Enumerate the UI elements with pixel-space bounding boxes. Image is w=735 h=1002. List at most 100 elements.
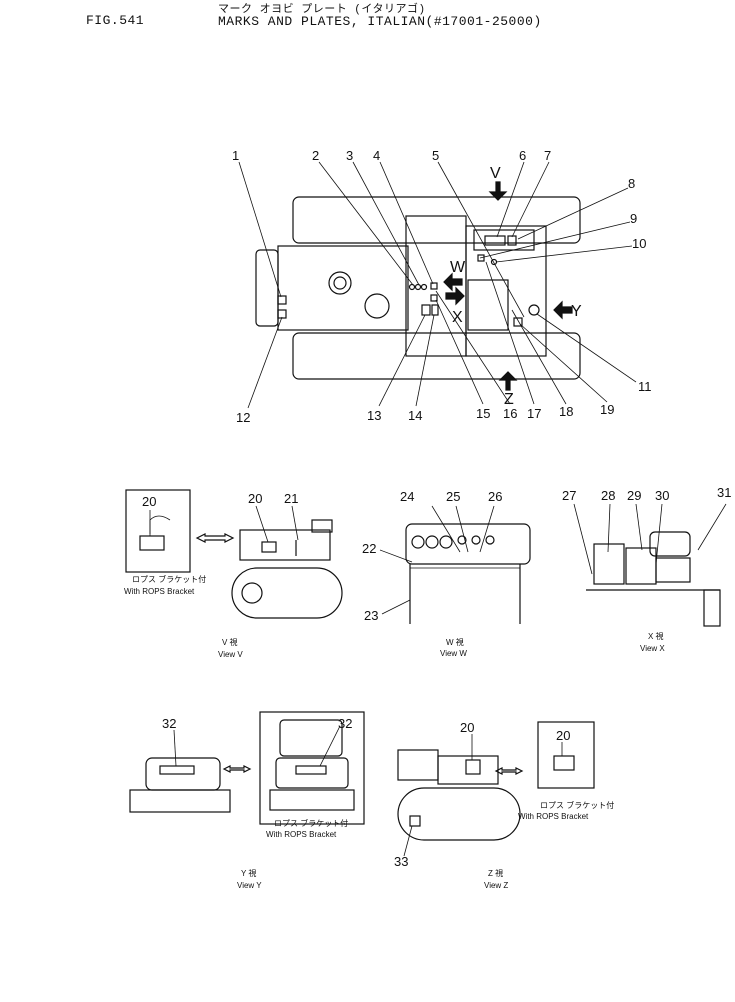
callout-33: 33 — [394, 854, 408, 869]
view-v-double-arrow — [195, 533, 235, 543]
view-letter-x: X — [452, 309, 463, 326]
plate-19 — [513, 317, 523, 327]
plate-11 — [528, 304, 540, 316]
callout-1: 1 — [232, 148, 239, 163]
title-japanese: マーク オヨビ プレート (イタリアゴ) — [218, 4, 426, 16]
callout-14: 14 — [408, 408, 422, 423]
callout-23: 23 — [364, 608, 378, 623]
view-z-bracket-jp: ロプス ブラケット付 — [540, 800, 614, 810]
plate-6 — [484, 235, 506, 246]
callout-16: 16 — [503, 406, 517, 421]
plate-2 — [408, 283, 416, 291]
arrow-v — [488, 181, 508, 201]
view-w-panel — [405, 523, 531, 565]
callout-20-z: 20 — [460, 720, 474, 735]
callout-5: 5 — [432, 148, 439, 163]
callout-6: 6 — [519, 148, 526, 163]
callout-9: 9 — [630, 211, 637, 226]
view-z-double-arrow — [494, 767, 524, 775]
view-y-bracket-en: With ROPS Bracket — [266, 830, 337, 839]
plate-7 — [507, 235, 517, 246]
plate-14 — [431, 304, 439, 316]
view-z-caption-jp: Z 視 — [488, 869, 503, 878]
view-letter-y: Y — [571, 303, 582, 320]
callout-24: 24 — [400, 489, 414, 504]
callout-32-inset: 32 — [338, 716, 352, 731]
view-y-double-arrow — [222, 765, 252, 773]
callout-8: 8 — [628, 176, 635, 191]
callout-13: 13 — [367, 408, 381, 423]
arrow-w — [443, 272, 463, 292]
figure-number: FIG.541 — [86, 13, 145, 28]
callout-7: 7 — [544, 148, 551, 163]
view-v-rops-inset — [125, 489, 191, 573]
view-z-inset-plate — [553, 755, 575, 771]
callout-27: 27 — [562, 488, 576, 503]
callout-30: 30 — [655, 488, 669, 503]
view-v-bracket-jp: ロプス ブラケット付 — [132, 574, 206, 584]
callout-28: 28 — [601, 488, 615, 503]
view-v-body — [239, 529, 331, 561]
view-w-caption-en: View W — [440, 649, 467, 658]
callout-17: 17 — [527, 406, 541, 421]
view-v-rops-bar — [311, 519, 333, 533]
callout-20-z-inset: 20 — [556, 728, 570, 743]
view-x-frame — [703, 589, 721, 627]
callout-29: 29 — [627, 488, 641, 503]
callout-25: 25 — [446, 489, 460, 504]
plate-w — [477, 254, 485, 262]
leader-lines — [238, 161, 637, 409]
seat — [467, 279, 509, 331]
plate-12 — [277, 309, 287, 319]
air-cleaner — [364, 293, 390, 319]
main-top-view: 1 2 3 4 5 6 7 8 9 10 11 12 13 14 15 16 1… — [232, 148, 652, 425]
view-z-bracket-en: With ROPS Bracket — [518, 812, 589, 821]
arrow-y — [553, 300, 573, 320]
view-y-inset-tracks — [269, 789, 355, 811]
view-y-inset-plate — [295, 765, 327, 775]
callout-32: 32 — [162, 716, 176, 731]
plate-3 — [414, 283, 422, 291]
view-z-hood — [397, 749, 439, 781]
callout-20: 20 — [248, 491, 262, 506]
upper-track — [292, 196, 581, 244]
view-x-fuel-tank — [649, 531, 691, 557]
dash-panel — [473, 229, 535, 251]
rear-ripper — [255, 249, 279, 327]
view-z-plate-20 — [465, 759, 481, 775]
view-letter-z: Z — [504, 391, 514, 408]
arrow-z — [498, 371, 518, 391]
callout-26: 26 — [488, 489, 502, 504]
exhaust-stack — [328, 271, 352, 295]
view-v-bracket-en: With ROPS Bracket — [124, 587, 195, 596]
callout-3: 3 — [346, 148, 353, 163]
view-z-plate-33 — [409, 815, 421, 827]
callout-2: 2 — [312, 148, 319, 163]
view-z-rops-inset — [537, 721, 595, 789]
front-body — [465, 225, 547, 357]
callout-20-inset: 20 — [142, 494, 156, 509]
callout-18: 18 — [559, 404, 573, 419]
view-y-bracket-jp: ロプス ブラケット付 — [274, 818, 348, 828]
view-x-seat — [593, 543, 625, 585]
view-y-rops-inset — [259, 711, 365, 825]
title-english: MARKS AND PLATES, ITALIAN(#17001-25000) — [218, 14, 542, 29]
plate-4 — [420, 283, 428, 291]
view-z-caption-en: View Z — [484, 881, 508, 890]
view-z-track — [397, 787, 521, 841]
callout-4: 4 — [373, 148, 380, 163]
view-w: 24 25 26 22 23 W 視 View W — [362, 489, 531, 658]
view-y-caption-jp: Y 視 — [241, 869, 256, 878]
callout-15: 15 — [476, 406, 490, 421]
lower-track — [292, 332, 581, 380]
callout-11: 11 — [638, 379, 652, 394]
callout-10: 10 — [632, 236, 646, 251]
view-v-inset-plate — [139, 535, 165, 551]
view-v-caption-en: View V — [218, 650, 243, 659]
view-v-idler — [241, 582, 263, 604]
view-y-plate-32 — [159, 765, 195, 775]
view-letter-w: W — [450, 259, 466, 276]
view-x: 27 28 29 30 31 X 視 View X — [562, 485, 731, 653]
view-w-caption-jp: W 視 — [446, 638, 464, 647]
